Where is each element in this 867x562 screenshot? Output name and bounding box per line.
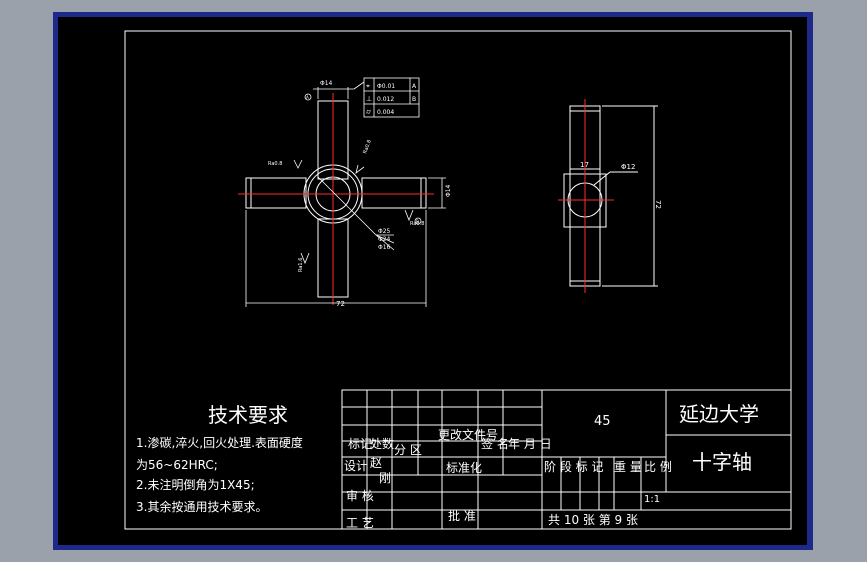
arm-right <box>361 177 427 209</box>
label-standard: 标准化 <box>446 461 482 475</box>
tech-line-3: 3.其余按通用技术要求。 <box>136 499 267 514</box>
roughness-label-1: Ra0.8 <box>268 161 282 167</box>
label-name-2: 刚 <box>379 471 391 485</box>
drawing-svg: 72 Φ14 Φ14 Φ25 Φ24 Φ16 Ra0.8 Ra0.8 Ra0.8… <box>124 30 792 530</box>
label-process: 工 艺 <box>346 516 374 530</box>
label-date: 年 月 日 <box>508 437 552 451</box>
front-dia-2: Φ24 <box>378 236 391 243</box>
datum-a-label: A <box>306 95 309 100</box>
tech-line-1a: 1.渗碳,淬火,回火处理.表面硬度 <box>136 435 303 450</box>
part-name: 十字轴 <box>692 450 752 474</box>
datum-marker-b <box>414 217 422 225</box>
front-dim-top: Φ14 <box>320 80 333 87</box>
side-dim-width: 17 <box>580 161 589 169</box>
arm-left <box>245 177 307 209</box>
school-name: 延边大学 <box>679 402 759 426</box>
front-dim-right: Φ14 <box>445 184 452 197</box>
label-change-doc: 更改文件号 <box>438 427 498 442</box>
label-weight: 重 量 <box>614 460 642 474</box>
roughness-label-4: Ra1.6 <box>298 258 304 272</box>
front-centerlines <box>238 93 434 305</box>
roughness-label-2: Ra0.8 <box>362 139 373 155</box>
tol-row1-symbol: ⌖ <box>366 82 370 90</box>
drawing-canvas[interactable]: 72 Φ14 Φ14 Φ25 Φ24 Φ16 Ra0.8 Ra0.8 Ra0.8… <box>58 17 807 545</box>
roughness-symbols <box>293 159 414 265</box>
tol-row2-symbol: ⊥ <box>366 95 372 103</box>
label-zone: 分 区 <box>394 443 422 457</box>
label-stage: 阶 段 标 记 <box>544 459 603 474</box>
label-scale: 比 例 <box>644 460 672 474</box>
datum-b-label: B <box>416 219 419 224</box>
tol-row2-value: 0.012 <box>377 96 394 103</box>
tol-row3-value: 0.004 <box>377 109 394 116</box>
tol-row1-value: Φ0.01 <box>377 83 395 90</box>
label-sign: 签 名 <box>481 436 509 451</box>
tol-row1-datum: A <box>412 83 417 90</box>
front-leaders <box>245 81 446 307</box>
datum-marker-a <box>304 93 312 101</box>
label-approve: 批 准 <box>448 508 476 523</box>
material-text: 45 <box>594 414 611 429</box>
front-view <box>245 100 427 298</box>
tol-row2-datum: B <box>412 96 416 103</box>
sheet-count: 共 10 张 第 9 张 <box>548 513 638 527</box>
side-centerlines <box>558 99 614 293</box>
side-dim-height: 72 <box>654 200 662 209</box>
label-design: 设计 <box>344 459 368 473</box>
side-dim-dia: Φ12 <box>621 163 635 171</box>
label-review: 审 核 <box>346 488 374 503</box>
tech-title: 技术要求 <box>208 403 288 427</box>
title-block-grid <box>341 389 792 530</box>
front-dim-width: 72 <box>336 300 345 308</box>
tech-line-1b: 为56~62HRC; <box>136 458 218 472</box>
side-view <box>563 105 658 287</box>
front-dia-3: Φ16 <box>378 244 391 251</box>
tech-line-2: 2.未注明倒角为1X45; <box>136 477 255 492</box>
scale-value: 1:1 <box>644 494 660 505</box>
front-dia-1: Φ25 <box>378 228 391 235</box>
tol-row3-symbol: ⌭ <box>366 108 371 116</box>
label-name-1: 赵 <box>370 456 382 470</box>
label-mark: 标记 <box>348 437 372 451</box>
label-count: 处数 <box>370 436 394 451</box>
tolerance-frame <box>363 77 420 118</box>
